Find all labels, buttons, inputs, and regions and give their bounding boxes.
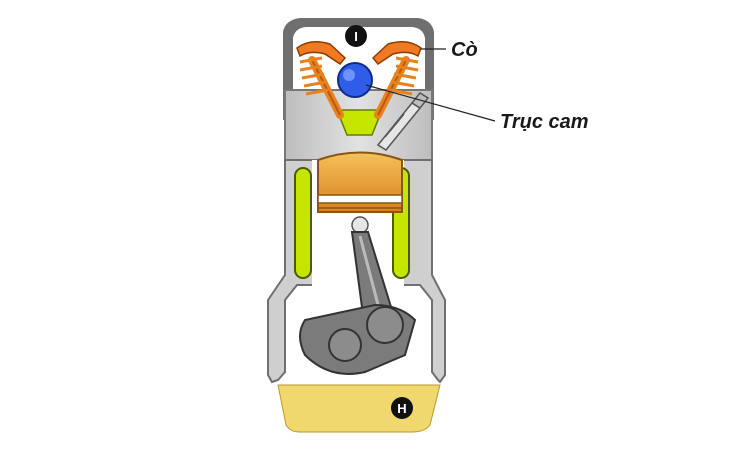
camshaft: [337, 62, 373, 98]
valve-spring-right: [389, 56, 419, 96]
camshaft-label: Trục cam: [500, 111, 589, 133]
main-journal: [328, 328, 362, 362]
combustion-chamber: [335, 109, 384, 136]
camshaft-leader-line: [365, 84, 496, 122]
camshaft-highlight: [343, 69, 355, 81]
oil-sump: [277, 384, 441, 433]
bottom-badge-label: H: [397, 401, 406, 416]
valve-left: [308, 56, 344, 119]
coolant-channel-left: [294, 167, 312, 279]
spark-plug: [376, 92, 430, 151]
crankpin: [366, 306, 404, 344]
rocker-label: Cò: [451, 39, 478, 61]
top-badge-label: I: [354, 29, 358, 44]
piston-pin: [351, 216, 369, 234]
rocker-arm-left: [296, 41, 347, 65]
rocker-arm-right: [371, 41, 422, 65]
piston-rings: [317, 194, 403, 204]
valve-spring-left: [299, 56, 329, 96]
valve-right: [374, 56, 410, 119]
bottom-dead-center-badge: [391, 397, 413, 419]
top-dead-center-badge: [345, 25, 367, 47]
